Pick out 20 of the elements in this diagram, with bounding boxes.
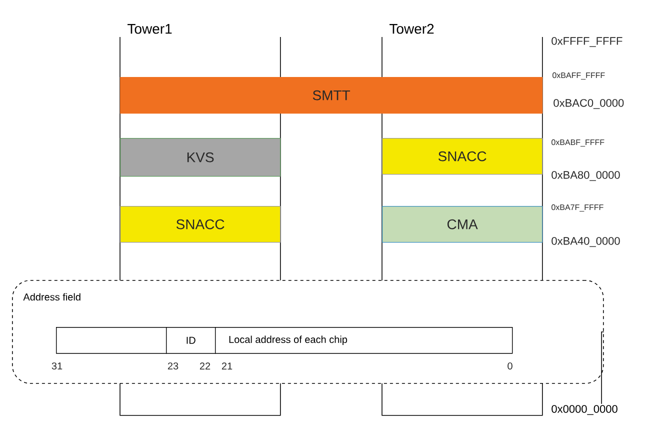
leader-line xyxy=(601,332,604,404)
address-label: 0xBAC0_0000 xyxy=(554,99,624,109)
address-label: 0xBA40_0000 xyxy=(552,237,620,247)
bit-number: 0 xyxy=(508,362,512,370)
address-label: 0xBA80_0000 xyxy=(552,171,620,181)
memory-region-band: CMA xyxy=(382,206,543,243)
address-label: 0xFFFF_FFFF xyxy=(552,37,622,47)
address-label: 0xBAFF_FFFF xyxy=(552,72,605,80)
memory-region-band: KVS xyxy=(120,138,281,177)
bit-number: 22 xyxy=(200,362,210,370)
address-label: 0xBABF_FFFF xyxy=(552,139,604,147)
address-label: 0xBA7F_FFFF xyxy=(552,204,604,212)
bit-number: 21 xyxy=(222,362,232,370)
memory-region-band: SNACC xyxy=(382,138,543,175)
memory-region-band: SNACC xyxy=(120,206,281,243)
address-label: 0x0000_0000 xyxy=(552,405,618,415)
bit-field-cell: ID xyxy=(166,326,216,354)
bit-number: 31 xyxy=(52,362,62,370)
memory-region-band: SMTT xyxy=(120,77,543,114)
bit-number: 23 xyxy=(168,362,178,370)
